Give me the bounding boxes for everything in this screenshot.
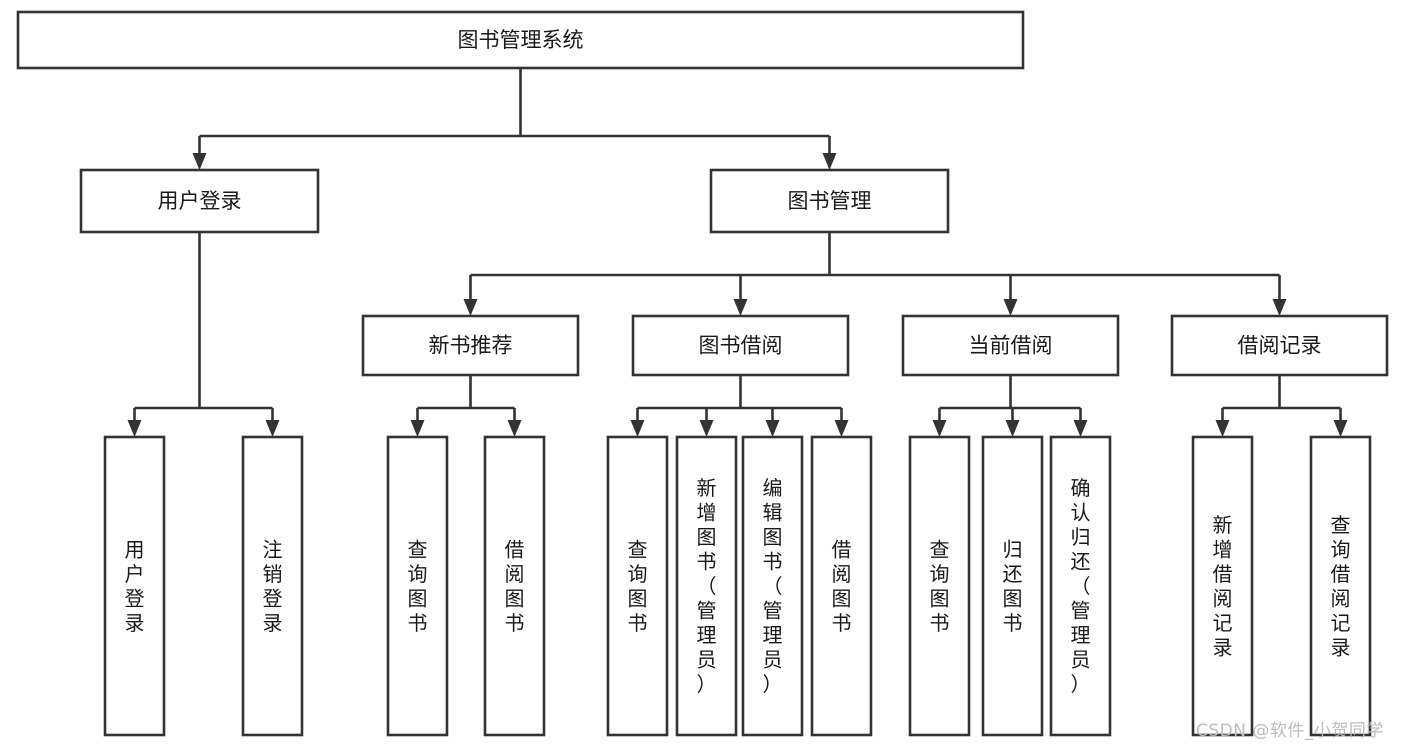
arrow-head-icon-leaf-query-book-1 xyxy=(410,420,425,437)
node-box-leaf-borrow-book-2 xyxy=(810,435,873,737)
node-box-leaf-add-record xyxy=(1191,435,1254,737)
arrow-head-icon-leaf-add-record xyxy=(1215,420,1230,437)
node-box-leaf-query-book-3 xyxy=(908,435,971,737)
node-book-manage[interactable]: 图书管理 xyxy=(709,168,950,234)
node-box-current-borrow xyxy=(901,314,1120,377)
node-label-leaf-query-book-3: 查询图书 xyxy=(930,537,950,635)
node-leaf-borrow-book-2[interactable]: 借阅图书 xyxy=(810,435,873,737)
node-box-borrow-record xyxy=(1170,314,1389,377)
node-box-leaf-user-login xyxy=(103,435,166,737)
node-label-user-login: 用户登录 xyxy=(158,189,242,213)
arrow-head-icon-leaf-add-book xyxy=(699,420,714,437)
node-label-leaf-borrow-book-2: 借阅图书 xyxy=(832,537,852,635)
arrow-head-icon-book-manage xyxy=(822,153,837,170)
node-label-current-borrow: 当前借阅 xyxy=(969,334,1053,358)
node-box-book-borrow xyxy=(631,314,850,377)
arrow-head-icon-borrow-record xyxy=(1272,299,1287,316)
node-box-leaf-edit-book xyxy=(741,435,804,737)
arrow-head-icon-leaf-return-book xyxy=(1005,420,1020,437)
node-label-book-manage: 图书管理 xyxy=(788,189,872,213)
node-label-leaf-query-book-2: 查询图书 xyxy=(628,537,648,635)
node-leaf-query-book-1[interactable]: 查询图书 xyxy=(386,435,449,737)
node-leaf-add-record[interactable]: 新增借阅记录 xyxy=(1191,435,1254,737)
node-label-leaf-return-book: 归还图书 xyxy=(1003,537,1023,635)
node-leaf-user-login[interactable]: 用户登录 xyxy=(103,435,166,737)
node-box-leaf-return-book xyxy=(981,435,1044,737)
arrow-head-icon-leaf-edit-book xyxy=(765,420,780,437)
node-leaf-borrow-book-1[interactable]: 借阅图书 xyxy=(483,435,546,737)
node-box-leaf-logout xyxy=(241,435,304,737)
node-box-leaf-query-book-2 xyxy=(606,435,669,737)
node-label-leaf-user-login: 用户登录 xyxy=(125,537,145,635)
arrow-head-icon-leaf-logout xyxy=(265,420,280,437)
node-label-new-book-recommend: 新书推荐 xyxy=(429,334,513,358)
node-leaf-query-book-2[interactable]: 查询图书 xyxy=(606,435,669,737)
node-leaf-return-book[interactable]: 归还图书 xyxy=(981,435,1044,737)
arrow-head-icon-user-login xyxy=(192,153,207,170)
node-box-leaf-borrow-book-1 xyxy=(483,435,546,737)
node-new-book-recommend[interactable]: 新书推荐 xyxy=(361,314,580,377)
node-box-root xyxy=(16,10,1025,70)
node-box-new-book-recommend xyxy=(361,314,580,377)
arrow-head-icon-leaf-user-login xyxy=(127,420,142,437)
node-label-leaf-borrow-book-1: 借阅图书 xyxy=(505,537,525,635)
arrow-head-icon-leaf-borrow-book-1 xyxy=(507,420,522,437)
node-label-borrow-record: 借阅记录 xyxy=(1238,334,1322,358)
node-root[interactable]: 图书管理系统 xyxy=(16,10,1025,70)
node-label-root: 图书管理系统 xyxy=(458,28,584,52)
node-box-book-manage xyxy=(709,168,950,234)
node-box-leaf-add-book xyxy=(675,435,738,737)
node-label-leaf-query-record: 查询借阅记录 xyxy=(1331,513,1351,660)
node-leaf-query-record[interactable]: 查询借阅记录 xyxy=(1309,435,1372,737)
arrow-head-icon-leaf-query-book-2 xyxy=(630,420,645,437)
arrow-head-icon-leaf-confirm-return xyxy=(1073,420,1088,437)
node-box-leaf-query-record xyxy=(1309,435,1372,737)
node-box-leaf-confirm-return xyxy=(1049,435,1112,737)
node-book-borrow[interactable]: 图书借阅 xyxy=(631,314,850,377)
node-user-login[interactable]: 用户登录 xyxy=(79,168,320,234)
node-leaf-edit-book[interactable]: 编辑图书（管理员） xyxy=(741,435,804,737)
node-label-leaf-logout: 注销登录 xyxy=(263,537,283,635)
node-leaf-query-book-3[interactable]: 查询图书 xyxy=(908,435,971,737)
node-leaf-add-book[interactable]: 新增图书（管理员） xyxy=(675,435,738,737)
node-borrow-record[interactable]: 借阅记录 xyxy=(1170,314,1389,377)
node-box-user-login xyxy=(79,168,320,234)
node-label-leaf-add-record: 新增借阅记录 xyxy=(1213,513,1233,660)
arrow-head-icon-current-borrow xyxy=(1003,299,1018,316)
node-label-leaf-add-book: 新增图书（管理员） xyxy=(697,476,717,696)
node-label-leaf-confirm-return: 确认归还（管理员） xyxy=(1071,476,1091,696)
node-label-leaf-query-book-1: 查询图书 xyxy=(408,537,428,635)
arrow-head-icon-leaf-query-book-3 xyxy=(932,420,947,437)
node-leaf-confirm-return[interactable]: 确认归还（管理员） xyxy=(1049,435,1112,737)
arrow-head-icon-leaf-query-record xyxy=(1333,420,1348,437)
csdn-watermark: CSDN @软件_小贺同学 xyxy=(1196,721,1384,741)
node-current-borrow[interactable]: 当前借阅 xyxy=(901,314,1120,377)
arrow-head-icon-new-book-recommend xyxy=(463,299,478,316)
node-box-leaf-query-book-1 xyxy=(386,435,449,737)
arrow-head-icon-leaf-borrow-book-2 xyxy=(834,420,849,437)
node-leaf-logout[interactable]: 注销登录 xyxy=(241,435,304,737)
arrow-head-icon-book-borrow xyxy=(733,299,748,316)
node-label-leaf-edit-book: 编辑图书（管理员） xyxy=(763,476,783,696)
node-label-book-borrow: 图书借阅 xyxy=(699,334,783,358)
